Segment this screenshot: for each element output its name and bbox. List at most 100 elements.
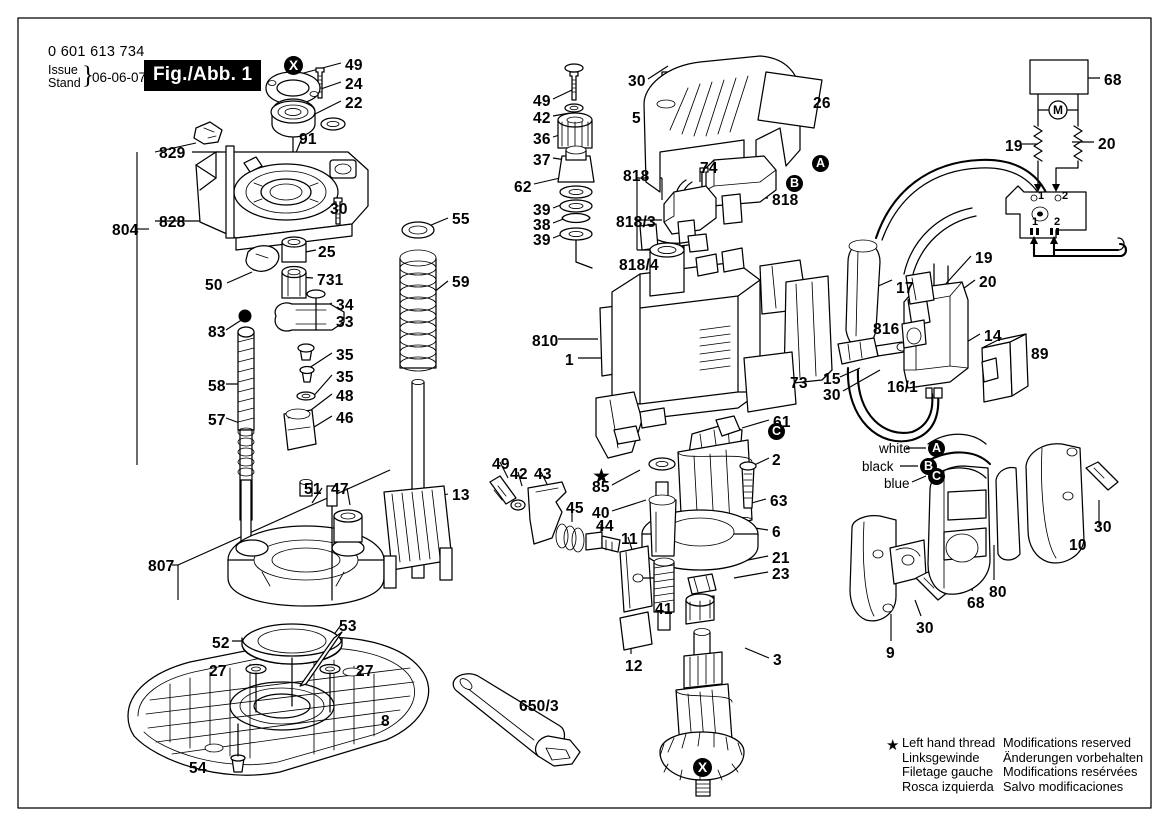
- issue-brace: }: [82, 62, 94, 89]
- legend-mod-en: Modifications reserved: [1003, 735, 1132, 750]
- callout-43: 43: [534, 466, 552, 483]
- callout-19: 19: [1005, 138, 1023, 155]
- callout-49: 49: [533, 93, 551, 110]
- callout-20: 20: [1098, 136, 1116, 153]
- callout-13: 13: [452, 487, 470, 504]
- callout-11: 11: [621, 531, 638, 548]
- callout-30: 30: [1094, 519, 1112, 536]
- callout-41: 41: [655, 601, 673, 618]
- callout-46: 46: [336, 410, 354, 427]
- issue-date: 06-06-07: [92, 70, 147, 85]
- callout-80: 80: [989, 584, 1007, 601]
- callout-27: 27: [209, 663, 227, 680]
- callout-5: 5: [632, 110, 641, 127]
- schematic-terminal-1: 1: [1038, 190, 1045, 202]
- callout-73: 73: [790, 375, 808, 392]
- callout-33: 33: [336, 314, 354, 331]
- callout-1: 1: [565, 352, 574, 369]
- callout-17: 17: [896, 280, 914, 297]
- schematic-lower-terminal-2: 2: [1054, 216, 1061, 228]
- legend-left-hand-thread: Left hand thread Linksgewinde Filetage g…: [902, 735, 996, 794]
- schematic-motor-symbol: M: [1053, 103, 1064, 117]
- legend-lht-es: Rosca izquierda: [902, 778, 994, 794]
- callout-51: 51: [304, 481, 322, 498]
- callout-24: 24: [345, 76, 363, 93]
- callout-53: 53: [339, 618, 357, 635]
- callout-42: 42: [510, 466, 528, 483]
- callout-15: 15: [823, 371, 841, 388]
- callout-45: 45: [566, 500, 584, 517]
- wire-marker-b-cover: B: [786, 175, 803, 192]
- callout-44: 44: [596, 518, 614, 535]
- wire-label-white: white: [879, 441, 911, 456]
- legend-lht-de: Linksgewinde: [902, 749, 980, 765]
- callout-85: 85: [592, 479, 610, 496]
- callout-63: 63: [770, 493, 788, 510]
- callout-16-1: 16/1: [887, 379, 918, 396]
- legend-modifications: Modifications reserved Änderungen vorbeh…: [1003, 735, 1144, 794]
- callout-828: 828: [159, 214, 186, 231]
- callout-804: 804: [112, 222, 139, 239]
- callout-25: 25: [318, 244, 336, 261]
- callout-35: 35: [336, 369, 354, 386]
- callout-27: 27: [356, 663, 374, 680]
- callout-10: 10: [1069, 537, 1087, 554]
- legend-lht-en: Left hand thread: [902, 735, 996, 750]
- callout-650-3: 650/3: [519, 698, 559, 715]
- wire-marker-c-motor: C: [768, 423, 785, 440]
- schematic-lower-terminal-1: 1: [1032, 216, 1039, 228]
- callout-39: 39: [533, 232, 551, 249]
- callout-30: 30: [823, 387, 841, 404]
- callout-2: 2: [772, 452, 781, 469]
- callout-37: 37: [533, 152, 551, 169]
- callout-22: 22: [345, 95, 363, 112]
- callout-829: 829: [159, 145, 186, 162]
- left-hand-thread-star-44: ★: [592, 465, 611, 488]
- legend-lht-fr: Filetage gauche: [902, 764, 994, 780]
- callout-68: 68: [967, 595, 985, 612]
- legend-mod-de: Änderungen vorbehalten: [1003, 749, 1144, 765]
- callout-818: 818: [772, 192, 799, 209]
- callout-47: 47: [331, 481, 349, 498]
- issue-stand-label: Issue Stand: [48, 64, 81, 89]
- part-number: 0 601 613 734: [48, 44, 145, 60]
- callout-40: 40: [592, 505, 610, 522]
- callout-731: 731: [317, 272, 344, 289]
- wire-badge-a: A: [928, 440, 945, 457]
- callout-54: 54: [189, 760, 207, 777]
- callout-818-4: 818/4: [619, 257, 659, 274]
- stand-label: Stand: [48, 75, 81, 90]
- legend-star-icon: ★: [886, 737, 900, 754]
- callout-35: 35: [336, 347, 354, 364]
- wire-marker-a-cover: A: [812, 155, 829, 172]
- callout-23: 23: [772, 566, 790, 583]
- callout-12: 12: [625, 658, 643, 675]
- callout-34: 34: [336, 297, 354, 314]
- callout-818-3: 818/3: [616, 214, 656, 231]
- callout-50: 50: [205, 277, 223, 294]
- callout-816: 816: [873, 321, 900, 338]
- callout-62: 62: [514, 179, 532, 196]
- callout-68: 68: [1104, 72, 1122, 89]
- left-hand-thread-marker-top: X: [284, 56, 303, 75]
- callout-807: 807: [148, 558, 175, 575]
- callout-42: 42: [533, 110, 551, 127]
- wire-badge-c: C: [928, 468, 945, 485]
- callout-36: 36: [533, 131, 551, 148]
- callout-19: 19: [975, 250, 993, 267]
- schematic-terminal-2: 2: [1062, 190, 1069, 202]
- legend-mod-es: Salvo modificaciones: [1003, 778, 1124, 794]
- wire-label-blue: blue: [884, 476, 910, 491]
- callout-39: 39: [533, 202, 551, 219]
- callout-30: 30: [330, 201, 348, 218]
- left-hand-thread-marker-armature: X: [693, 758, 712, 777]
- callout-3: 3: [773, 652, 782, 669]
- wire-label-black: black: [862, 459, 894, 474]
- callout-30: 30: [628, 73, 646, 90]
- callout-74: 74: [700, 160, 718, 177]
- callout-21: 21: [772, 550, 790, 567]
- callout-810: 810: [532, 333, 559, 350]
- callout-59: 59: [452, 274, 470, 291]
